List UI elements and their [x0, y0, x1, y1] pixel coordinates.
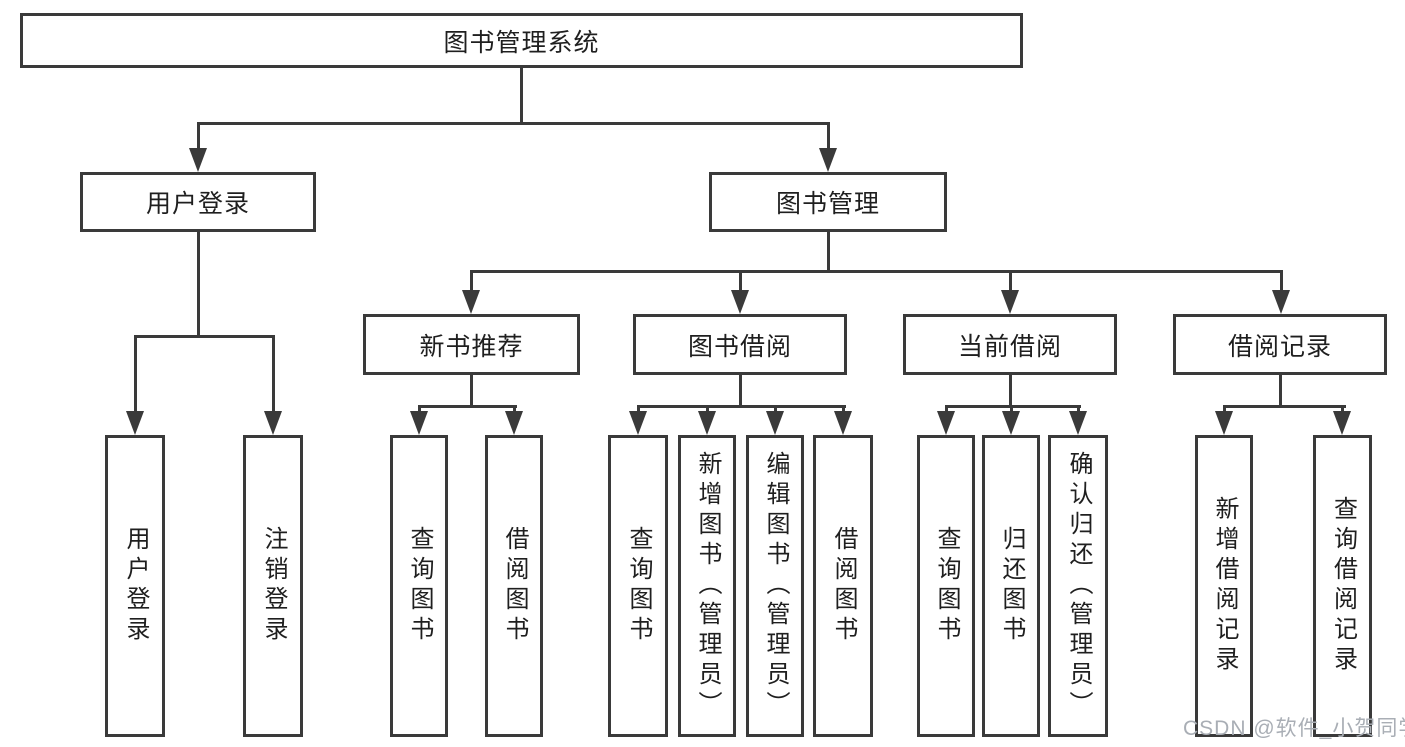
arrow-down-icon: [505, 411, 523, 435]
connector-book-borrow-rail: [637, 405, 846, 408]
connector-drop: [1010, 405, 1013, 411]
arrow-down-icon: [937, 411, 955, 435]
node-book-borrowing: 图书借阅: [633, 314, 847, 375]
node-current-borrowing: 当前借阅: [903, 314, 1117, 375]
leaf-query-borrow-record-label: 查询借阅记录: [1329, 496, 1357, 676]
connector-drop: [513, 405, 516, 411]
arrow-down-icon: [1272, 290, 1290, 314]
leaf-user-login: 用户登录: [105, 435, 165, 737]
arrow-down-icon: [1001, 290, 1019, 314]
connector-borrow-records-rail: [1223, 405, 1346, 408]
leaf-edit-books-admin-label: 编辑图书（管理员）: [762, 451, 789, 721]
leaf-borrow-books-recommend: 借阅图书: [485, 435, 543, 737]
connector-drop-borrow-records: [1280, 270, 1283, 290]
connector-drop-current-borrow: [1009, 270, 1012, 290]
leaf-confirm-return-admin-label: 确认归还（管理员）: [1065, 451, 1092, 721]
csdn-watermark: CSDN @软件_小贺同学: [1183, 717, 1405, 740]
leaf-query-books-current: 查询图书: [917, 435, 975, 737]
arrow-down-icon: [462, 290, 480, 314]
connector-new-book-rail: [418, 405, 517, 408]
connector-drop: [1223, 405, 1226, 411]
leaf-query-books-borrowing: 查询图书: [608, 435, 668, 737]
leaf-add-books-admin: 新增图书（管理员）: [678, 435, 736, 737]
node-library-management-system: 图书管理系统: [20, 13, 1023, 68]
leaf-query-books-recommend: 查询图书: [390, 435, 448, 737]
connector-book-mgmt-rail: [470, 270, 1283, 273]
connector-drop-leaf-user-login: [134, 335, 137, 411]
connector-user-login-stub: [197, 232, 200, 335]
leaf-borrow-books-recommend-label: 借阅图书: [501, 526, 528, 646]
connector-drop: [637, 405, 640, 411]
arrow-down-icon: [1333, 411, 1351, 435]
connector-drop: [706, 405, 709, 411]
leaf-return-books: 归还图书: [982, 435, 1040, 737]
leaf-logout: 注销登录: [243, 435, 303, 737]
leaf-borrow-books-label: 借阅图书: [830, 526, 857, 646]
connector-current-borrow-stub: [1009, 375, 1012, 405]
connector-borrow-records-stub: [1279, 375, 1282, 405]
connector-drop: [774, 405, 777, 411]
connector-drop-book-borrow: [739, 270, 742, 290]
connector-drop: [945, 405, 948, 411]
leaf-query-borrow-record: 查询借阅记录: [1313, 435, 1372, 737]
arrow-down-icon: [731, 290, 749, 314]
arrow-down-icon: [1069, 411, 1087, 435]
leaf-borrow-books: 借阅图书: [813, 435, 873, 737]
connector-user-login-rail: [134, 335, 275, 338]
leaf-confirm-return-admin: 确认归还（管理员）: [1048, 435, 1108, 737]
leaf-user-login-label: 用户登录: [122, 526, 149, 646]
connector-drop-user-login: [197, 122, 200, 148]
connector-drop: [1077, 405, 1080, 411]
arrow-down-icon: [189, 148, 207, 172]
node-new-book-recommendation: 新书推荐: [363, 314, 580, 375]
arrow-down-icon: [264, 411, 282, 435]
connector-book-borrow-stub: [739, 375, 742, 405]
arrow-down-icon: [410, 411, 428, 435]
connector-root-stub: [520, 68, 523, 122]
connector-drop: [842, 405, 845, 411]
arrow-down-icon: [834, 411, 852, 435]
arrow-down-icon: [1002, 411, 1020, 435]
leaf-logout-label: 注销登录: [260, 526, 287, 646]
leaf-add-books-admin-label: 新增图书（管理员）: [694, 451, 721, 721]
leaf-query-books-recommend-label: 查询图书: [406, 526, 433, 646]
connector-root-rail: [197, 122, 830, 125]
connector-drop-new-book: [470, 270, 473, 290]
connector-drop: [418, 405, 421, 411]
arrow-down-icon: [766, 411, 784, 435]
node-borrowing-records: 借阅记录: [1173, 314, 1387, 375]
node-book-management-module: 图书管理: [709, 172, 947, 232]
arrow-down-icon: [1215, 411, 1233, 435]
node-user-login-module: 用户登录: [80, 172, 316, 232]
leaf-query-books-current-label: 查询图书: [933, 526, 960, 646]
leaf-edit-books-admin: 编辑图书（管理员）: [746, 435, 804, 737]
connector-current-borrow-rail: [945, 405, 1081, 408]
connector-drop: [1341, 405, 1344, 411]
leaf-add-borrow-record: 新增借阅记录: [1195, 435, 1253, 737]
arrow-down-icon: [126, 411, 144, 435]
leaf-add-borrow-record-label: 新增借阅记录: [1211, 496, 1238, 676]
connector-book-mgmt-stub: [827, 232, 830, 270]
arrow-down-icon: [629, 411, 647, 435]
leaf-query-books-borrowing-label: 查询图书: [625, 526, 652, 646]
arrow-down-icon: [819, 148, 837, 172]
arrow-down-icon: [698, 411, 716, 435]
leaf-return-books-label: 归还图书: [998, 526, 1025, 646]
connector-drop-leaf-logout: [272, 335, 275, 411]
connector-drop-book-mgmt: [827, 122, 830, 148]
connector-new-book-stub: [470, 375, 473, 405]
